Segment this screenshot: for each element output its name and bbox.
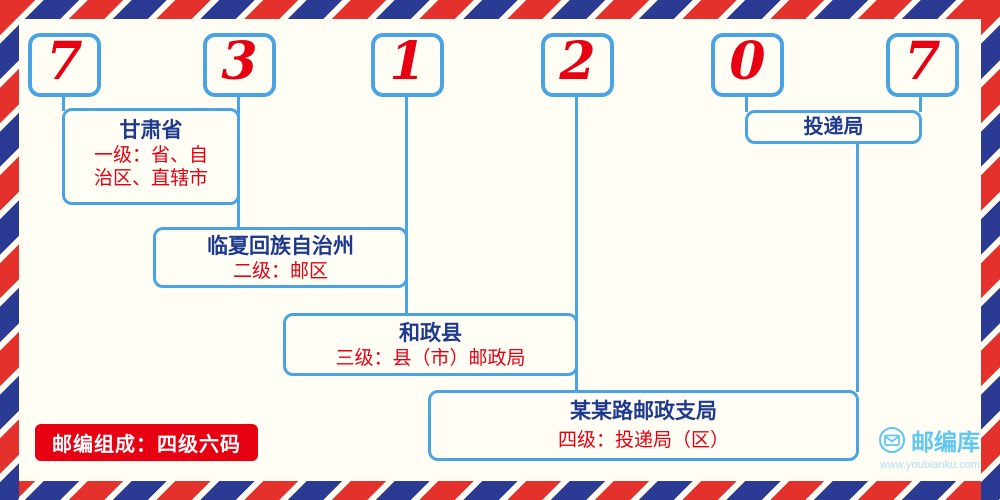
postal-digit-3: 1 [389,31,426,92]
connector-digit4 [575,97,578,390]
connector-digit6 [919,97,922,112]
level1-name: 甘肃省 [119,119,183,142]
airmail-border-left [0,0,19,500]
postal-composition-badge: 邮编组成：四级六码 [35,424,258,461]
digit-box-5: 0 [711,33,784,97]
site-logo-row[interactable]: 邮编库 [862,423,980,457]
level3-desc: 三级：县（市）邮政局 [335,348,526,369]
connector-digit3 [405,97,408,313]
connector-digit1 [62,97,65,111]
level1-desc-line1: 一级：省、自 [93,145,208,166]
digit-box-6: 7 [886,33,959,97]
connector-digit5 [745,97,748,112]
site-logo[interactable]: 邮编库 www.youbianku.com [862,423,980,471]
postal-digit-2: 3 [221,31,258,92]
level4-desc: 四级：投递局（区） [557,430,729,451]
callout-level3-county: 和政县 三级：县（市）邮政局 [283,313,578,376]
airmail-border-bottom [0,481,1000,500]
level1-desc-line2: 治区、直辖市 [93,168,208,189]
postal-digit-6: 7 [904,31,941,92]
callout-level4-branch: 某某路邮政支局 四级：投递局（区） [428,390,859,461]
digit-box-4: 2 [541,33,614,97]
callout-level1-province: 甘肃省 一级：省、自 治区、直辖市 [62,108,240,205]
postal-digit-5: 0 [729,31,766,92]
digit-box-1: 7 [28,33,101,97]
envelope-icon [879,427,905,453]
airmail-border-top [0,0,1000,19]
connector-delivery-to-level4 [856,142,859,392]
digit-box-2: 3 [203,33,276,97]
site-url[interactable]: www.youbianku.com [879,459,980,471]
level2-desc: 二级：邮区 [232,261,328,282]
level3-name: 和政县 [399,322,462,345]
postal-digit-1: 7 [46,31,83,92]
callout-delivery-office: 投递局 [745,110,922,144]
level4-name: 某某路邮政支局 [570,400,717,423]
delivery-name: 投递局 [803,116,864,138]
site-name[interactable]: 邮编库 [911,429,980,455]
digit-box-3: 1 [371,33,444,97]
airmail-border-right [981,0,1000,500]
callout-level2-zone: 临夏回族自治州 二级：邮区 [153,227,408,288]
postal-digit-4: 2 [559,31,596,92]
level2-name: 临夏回族自治州 [207,235,354,258]
